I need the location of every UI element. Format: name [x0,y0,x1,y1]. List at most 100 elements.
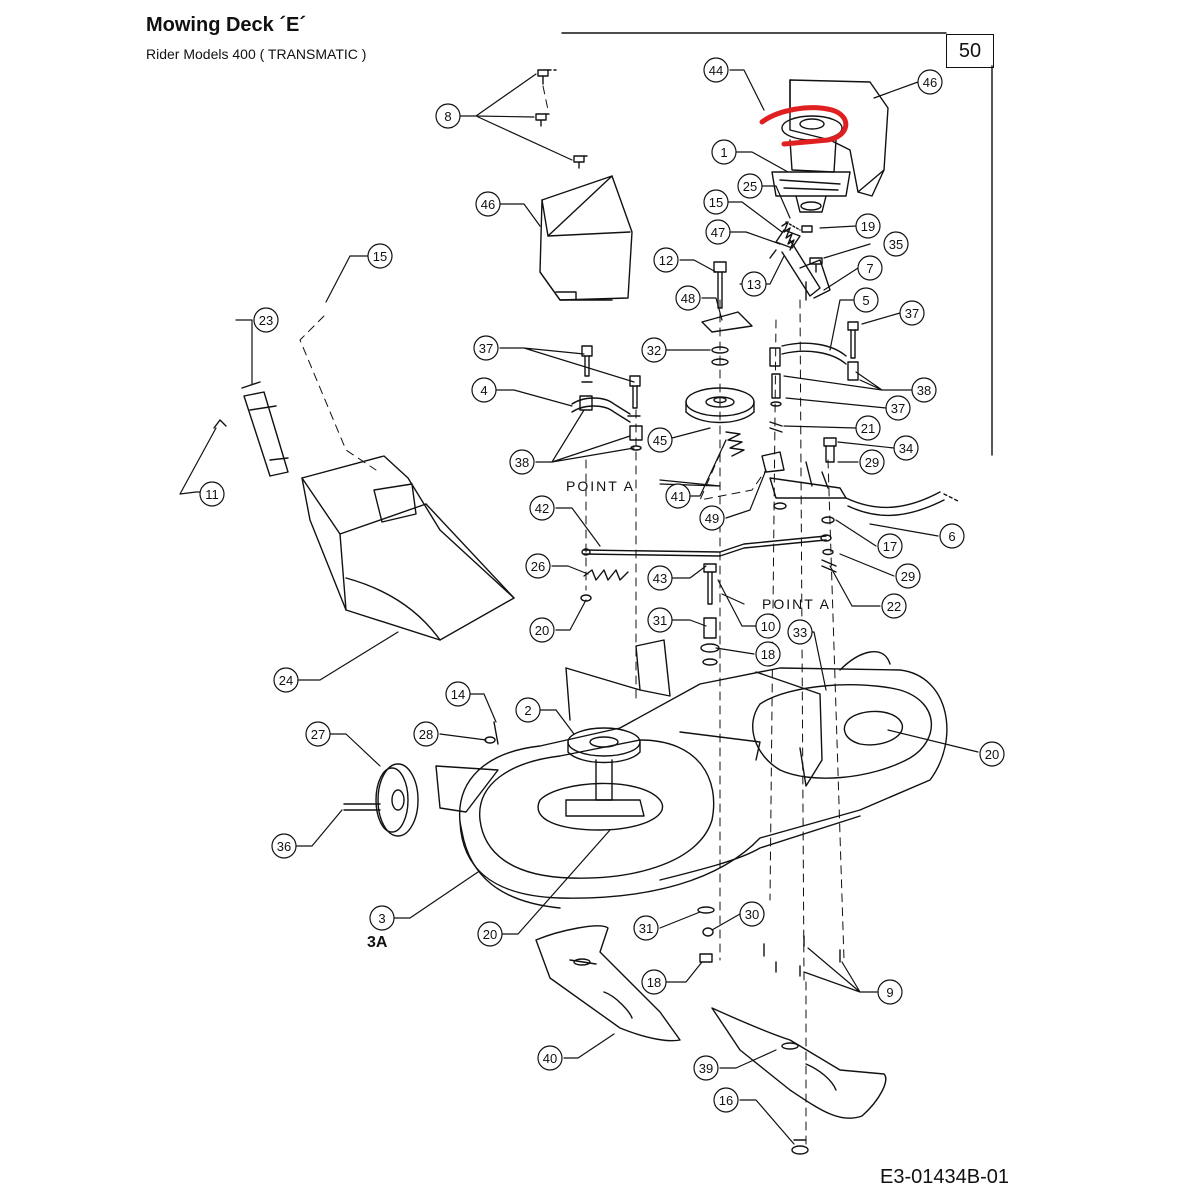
svg-text:10: 10 [761,619,775,634]
spring-41 [725,431,745,457]
frame-lines [561,32,993,456]
svg-text:25: 25 [743,179,757,194]
callout-14: 14 [445,681,471,707]
callout-40: 40 [537,1045,563,1071]
callout-20: 20 [529,617,555,643]
callout-20: 20 [477,921,503,947]
svg-text:42: 42 [535,501,549,516]
svg-text:32: 32 [647,343,661,358]
callout-20: 20 [979,741,1005,767]
variant-label: 3A [367,934,388,951]
svg-text:28: 28 [419,727,433,742]
callout-18: 18 [755,641,781,667]
svg-text:49: 49 [705,511,719,526]
callout-3: 3 [369,905,395,931]
callout-31: 31 [647,607,673,633]
callout-30: 30 [739,901,765,927]
svg-text:15: 15 [373,249,387,264]
svg-text:44: 44 [709,63,723,78]
callout-37: 37 [473,335,499,361]
svg-text:16: 16 [719,1093,733,1108]
svg-text:21: 21 [861,421,875,436]
svg-text:20: 20 [985,747,999,762]
callout-42: 42 [529,495,555,521]
svg-text:17: 17 [883,539,897,554]
callout-41: 41 [665,483,691,509]
blade-40 [535,925,681,1042]
callout-28: 28 [413,721,439,747]
callout-36: 36 [271,833,297,859]
callout-12: 12 [653,247,679,273]
handle-23 [241,381,289,477]
callout-15: 15 [367,243,393,269]
callout-22: 22 [881,593,907,619]
svg-text:22: 22 [887,599,901,614]
motor-cover-46-upper [789,79,889,197]
page-number-box: 50 [946,34,994,68]
callout-46: 46 [475,191,501,217]
callout-38: 38 [509,449,535,475]
callout-23: 23 [253,307,279,333]
callout-1: 1 [711,139,737,165]
svg-text:41: 41 [671,489,685,504]
bolts-37-38 [769,321,859,463]
callout-15: 15 [703,189,729,215]
svg-text:29: 29 [901,569,915,584]
svg-text:38: 38 [515,455,529,470]
callout-9: 9 [877,979,903,1005]
callout-5: 5 [853,287,879,313]
callout-16: 16 [713,1087,739,1113]
bolt-11 [213,419,227,429]
callout-27: 27 [305,721,331,747]
callout-32: 32 [641,337,667,363]
svg-text:6: 6 [948,529,955,544]
callout-25: 25 [737,173,763,199]
callout-bubbles: 44 46 8 1 25 15 19 46 47 35 12 13 7 15 4… [199,57,1005,1113]
svg-text:8: 8 [444,109,451,124]
wheel-27 [343,763,499,837]
svg-text:2: 2 [524,703,531,718]
callout-4: 4 [471,377,497,403]
svg-text:39: 39 [699,1061,713,1076]
svg-text:20: 20 [483,927,497,942]
rod-42 [581,534,832,557]
callout-49: 49 [699,505,725,531]
svg-text:27: 27 [311,727,325,742]
callout-11: 11 [199,481,225,507]
svg-text:15: 15 [709,195,723,210]
svg-text:23: 23 [259,313,273,328]
bracket-13-7 [769,221,831,301]
callout-13: 13 [741,271,767,297]
callout-44: 44 [703,57,729,83]
svg-text:5: 5 [862,293,869,308]
svg-text:13: 13 [747,277,761,292]
svg-text:37: 37 [891,401,905,416]
pulley-2 [565,727,645,817]
callout-35: 35 [883,231,909,257]
callout-31: 31 [633,915,659,941]
svg-text:20: 20 [535,623,549,638]
callout-17: 17 [877,533,903,559]
svg-text:40: 40 [543,1051,557,1066]
callout-19: 19 [855,213,881,239]
belt-44-highlight [759,105,849,147]
callout-48: 48 [675,285,701,311]
svg-text:35: 35 [889,237,903,252]
svg-text:1: 1 [720,145,727,160]
svg-text:24: 24 [279,673,293,688]
drawing-number: E3-01434B-01 [880,1166,1009,1188]
callout-33: 33 [787,619,813,645]
bolt-14-28 [484,721,499,745]
subtitle: Rider Models 400 ( TRANSMATIC ) [146,46,367,62]
callout-29: 29 [895,563,921,589]
title: Mowing Deck ´E´ [146,14,307,36]
svg-text:37: 37 [479,341,493,356]
callout-37: 37 [885,395,911,421]
callout-21: 21 [855,415,881,441]
callout-38: 38 [911,377,937,403]
motor-1 [771,115,851,213]
svg-text:31: 31 [639,921,653,936]
bolts-8 [535,69,591,169]
callout-24: 24 [273,667,299,693]
svg-text:36: 36 [277,839,291,854]
